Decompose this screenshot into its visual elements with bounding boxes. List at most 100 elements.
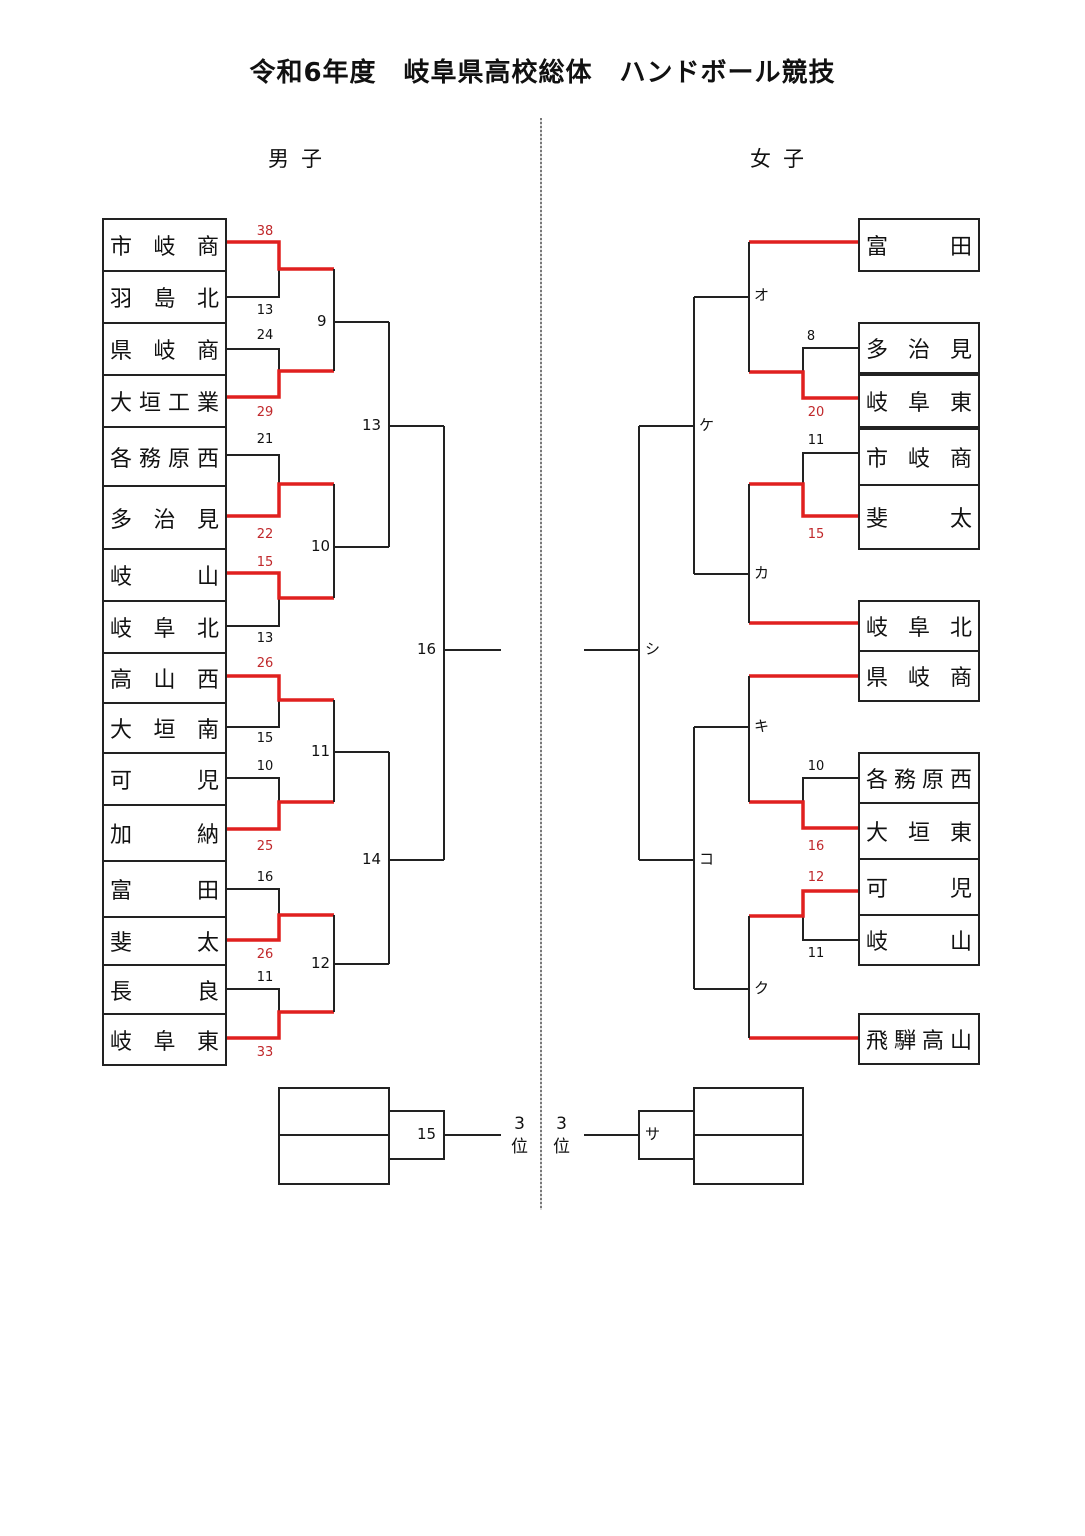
boys-team-box: 市岐商 [102, 218, 227, 272]
boys-team-box: 長良 [102, 964, 227, 1015]
team-name-char: 斐 [866, 507, 889, 532]
team-name-char: 垣 [907, 821, 930, 846]
team-name-char: 高 [921, 1029, 944, 1054]
girls-score: 16 [807, 839, 825, 854]
boys-bracket-line [226, 598, 280, 627]
team-name-char: 阜 [153, 617, 176, 642]
boys-score: 22 [256, 527, 274, 542]
team-name-char: 南 [196, 718, 219, 743]
boys-match-number: 9 [317, 312, 327, 330]
boys-match-number: 15 [417, 1125, 437, 1143]
team-name-char: 岐 [866, 616, 889, 641]
boys-score: 25 [256, 839, 274, 854]
third-char: 位 [553, 1137, 570, 1157]
girls-match-label: サ [645, 1125, 661, 1143]
team-name-char: 島 [153, 287, 176, 312]
team-name-char: 西 [196, 668, 219, 693]
team-name-char: 可 [110, 769, 133, 794]
boys-team-box: 高山西 [102, 652, 227, 704]
girls-team-box: 岐阜東 [858, 374, 980, 428]
girls-score: 11 [807, 433, 825, 448]
team-name-char: 大 [110, 391, 133, 416]
boys-winner-line [226, 240, 334, 271]
boys-team-box: 県岐商 [102, 322, 227, 376]
boys-score: 26 [256, 947, 274, 962]
girls-team-box: 多治見 [858, 322, 980, 374]
boys-winner-line [226, 913, 334, 942]
team-name-char: 岐 [110, 617, 133, 642]
boys-score: 21 [256, 432, 274, 447]
team-name-char: 商 [949, 447, 972, 472]
girls-score: 20 [807, 405, 825, 420]
boys-team-box: 岐山 [102, 548, 227, 602]
team-name-char: 垣 [153, 718, 176, 743]
boys-score: 13 [256, 631, 274, 646]
girls-score: 10 [807, 759, 825, 774]
boys-team-box: 可児 [102, 752, 227, 806]
team-name-char: 岐 [110, 1029, 133, 1055]
boys-winner-line [226, 1010, 334, 1040]
team-name-char: 児 [196, 769, 219, 794]
third-num: 3 [514, 1114, 525, 1134]
team-name-char: 市 [110, 235, 133, 260]
boys-score: 38 [256, 224, 274, 239]
boys-match-number: 16 [417, 640, 437, 658]
team-name-char: 西 [196, 446, 219, 472]
team-name-char: 垣 [138, 391, 161, 416]
boys-match-number: 11 [311, 742, 331, 760]
girls-team-box: 可児 [858, 858, 980, 916]
team-name-char: 阜 [907, 616, 930, 641]
boys-team-box: 大垣工業 [102, 374, 227, 428]
boys-team-box: 各務原西 [102, 426, 227, 487]
team-name-char: 田 [949, 235, 972, 260]
boys-third-place-label: 3 位 [511, 1113, 528, 1159]
boys-winner-line [226, 571, 334, 600]
girls-third-place-label: 3 位 [553, 1113, 570, 1159]
girls-match-label: キ [754, 717, 770, 735]
team-name-char: 北 [196, 287, 219, 312]
boys-score: 16 [256, 870, 274, 885]
boys-score: 33 [256, 1045, 274, 1060]
boys-score: 29 [256, 405, 274, 420]
boys-team-box: 斐太 [102, 916, 227, 966]
team-name-char: 市 [866, 447, 889, 472]
team-name-char: 務 [893, 768, 916, 793]
girls-bracket-line [802, 347, 858, 372]
team-name-char: 騨 [893, 1029, 916, 1054]
boys-score: 24 [256, 328, 274, 343]
girls-third-place-match-box [638, 1110, 695, 1160]
team-name-char: 東 [196, 1029, 219, 1055]
boys-score: 26 [256, 656, 274, 671]
center-divider [540, 118, 542, 1210]
girls-winner-line [749, 800, 858, 830]
team-name-char: 田 [196, 879, 219, 904]
team-name-char: 山 [153, 668, 176, 693]
boys-score: 13 [256, 303, 274, 318]
boys-score: 15 [256, 731, 274, 746]
team-name-char: 富 [110, 879, 133, 904]
girls-team-box: 岐山 [858, 914, 980, 966]
team-name-char: 山 [949, 1029, 972, 1054]
boys-score: 15 [256, 555, 274, 570]
girls-team-box: 各務原西 [858, 752, 980, 804]
girls-team-box: 斐太 [858, 484, 980, 550]
girls-team-box: 県岐商 [858, 650, 980, 702]
girls-match-label: シ [645, 640, 661, 658]
team-name-char: 東 [949, 821, 972, 846]
boys-bracket-line [226, 888, 280, 915]
team-name-char: 加 [110, 823, 133, 848]
team-name-char: 治 [907, 338, 930, 363]
third-char: 位 [511, 1137, 528, 1157]
team-name-char: 多 [110, 507, 133, 533]
team-name-char: 阜 [907, 391, 930, 416]
team-name-char: 太 [196, 931, 219, 956]
team-name-char: 見 [196, 507, 219, 533]
girls-match-label: ク [754, 979, 770, 997]
boys-bracket-line [226, 777, 280, 802]
team-name-char: 飛 [866, 1029, 889, 1054]
girls-winner-line [749, 370, 858, 400]
boys-team-box: 大垣南 [102, 702, 227, 754]
girls-team-box: 岐阜北 [858, 600, 980, 652]
team-name-char: 原 [167, 446, 190, 472]
boys-bracket-line [226, 988, 280, 1012]
